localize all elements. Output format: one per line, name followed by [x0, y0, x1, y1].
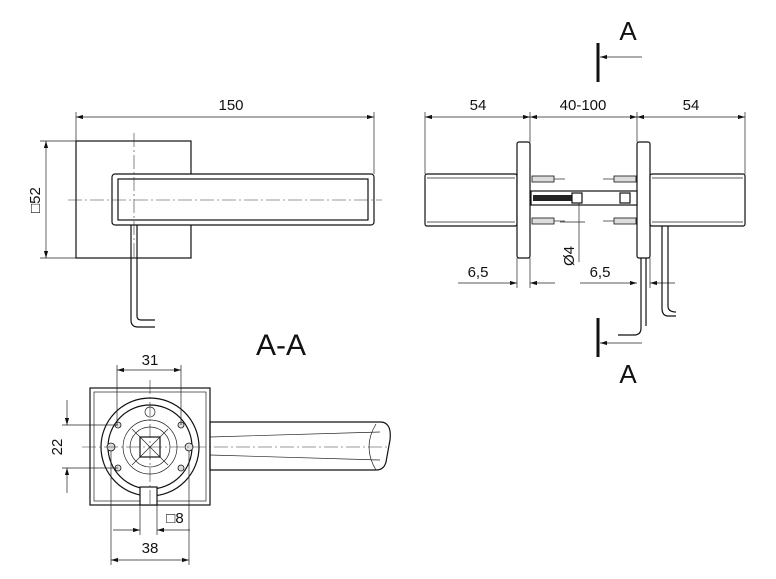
- front-view: 150 □52: [27, 97, 382, 328]
- lever-outline: [111, 173, 375, 226]
- svg-text:A: A: [619, 359, 637, 389]
- door-thickness-dim-label: 40-100: [560, 97, 607, 114]
- width-dim-label: 150: [218, 97, 243, 114]
- diameter-dim-label: 38: [142, 540, 159, 557]
- section-mark-bottom: A: [596, 318, 642, 389]
- screw-spacing-dim-label: 31: [142, 352, 159, 369]
- rosette-dim-label: □52: [27, 187, 44, 213]
- left-lever: [424, 173, 518, 227]
- lever-section: [209, 421, 391, 471]
- left-rosette-dim-label: 6,5: [468, 264, 489, 281]
- section-title: A-A: [256, 329, 306, 362]
- screws: [531, 175, 637, 225]
- right-lever-dim-label: 54: [683, 97, 700, 114]
- left-rosette: [516, 141, 531, 259]
- right-lever: [649, 173, 746, 227]
- vertical-spacing-dim-label: 22: [49, 439, 66, 456]
- right-hook: [661, 226, 677, 317]
- screw-dim-label: Ø4: [561, 246, 578, 266]
- key-hook: [130, 225, 155, 328]
- left-lever-dim-label: 54: [470, 97, 487, 114]
- side-view: 54 40-100 54 6,5 6,5 Ø4: [424, 97, 746, 336]
- spindle-dim-label: □8: [166, 510, 183, 527]
- right-rosette: [636, 141, 651, 259]
- left-hook: [618, 258, 647, 336]
- spindle: [530, 190, 638, 206]
- section-mark-top: A: [596, 16, 642, 82]
- section-view: 31 22 □8 38: [49, 352, 391, 565]
- svg-text:A: A: [619, 16, 637, 46]
- right-rosette-dim-label: 6,5: [590, 264, 611, 281]
